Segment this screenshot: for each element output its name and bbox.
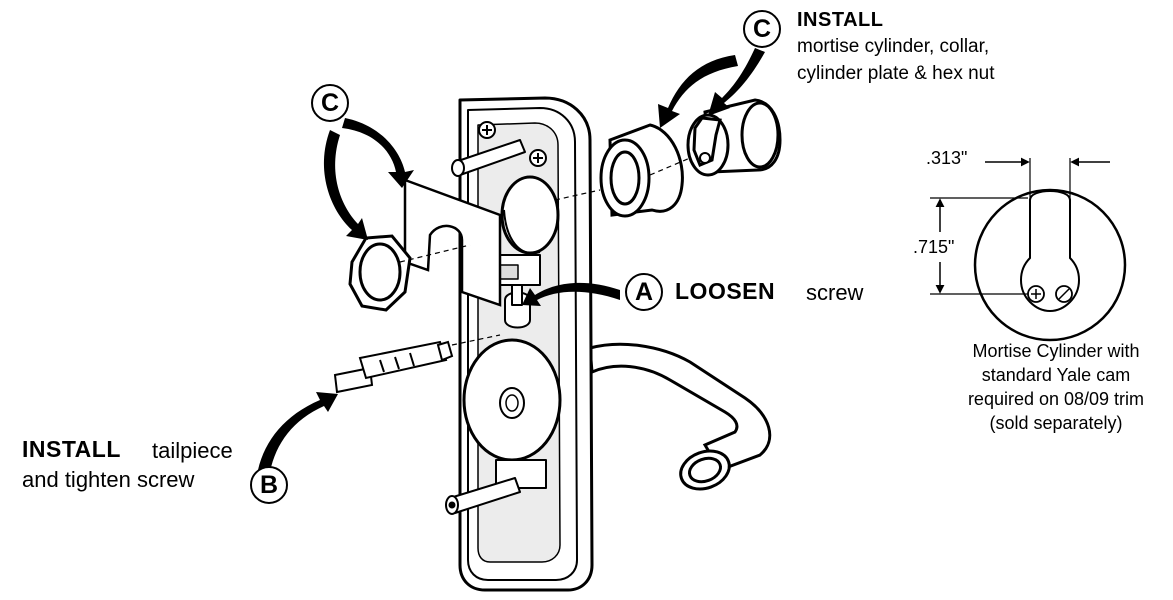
cylinder-detail bbox=[930, 157, 1127, 342]
callout-c-top-line2: cylinder plate & hex nut bbox=[797, 63, 995, 84]
arrow-a bbox=[522, 282, 620, 306]
lever-handle bbox=[588, 342, 772, 491]
mortise-cylinder bbox=[686, 98, 782, 177]
detail-caption: Mortise Cylinder with standard Yale cam … bbox=[930, 339, 1173, 435]
caption-line: Mortise Cylinder with bbox=[972, 341, 1140, 361]
hex-nut bbox=[348, 234, 412, 312]
tailpiece bbox=[333, 340, 454, 394]
callout-c-top-line1: mortise cylinder, collar, bbox=[797, 36, 990, 57]
callout-c-left-badge: C bbox=[311, 84, 349, 122]
caption-line: required on 08/09 trim bbox=[967, 389, 1145, 409]
alignment-lines bbox=[399, 157, 691, 346]
collar bbox=[599, 123, 684, 218]
arrow-c-top-2 bbox=[708, 48, 765, 116]
arrow-b bbox=[258, 392, 338, 472]
escutcheon-plate bbox=[445, 96, 594, 592]
callout-c-top-heading: INSTALL bbox=[797, 9, 884, 31]
callout-b-badge: B bbox=[250, 466, 288, 504]
dimension-width-label: .313" bbox=[926, 148, 968, 168]
arrow-c-left-1 bbox=[342, 118, 414, 188]
callout-b-line2: and tighten screw bbox=[22, 467, 195, 492]
arrow-c-left-2 bbox=[323, 130, 368, 240]
callout-a-heading: LOOSEN bbox=[675, 278, 776, 304]
callout-b-heading: INSTALL bbox=[22, 436, 121, 462]
callout-a-badge: A bbox=[625, 273, 663, 311]
callout-a-tail: screw bbox=[806, 280, 864, 305]
callout-b-tail: tailpiece bbox=[152, 438, 233, 463]
caption-line: standard Yale cam bbox=[981, 365, 1131, 385]
cylinder-plate bbox=[403, 178, 502, 307]
arrow-c-top-1 bbox=[658, 55, 738, 128]
arrows bbox=[258, 48, 765, 472]
dimension-height-label: .715" bbox=[913, 237, 955, 257]
caption-line: (sold separately) bbox=[989, 413, 1123, 433]
callout-c-top-badge: C bbox=[743, 10, 781, 48]
